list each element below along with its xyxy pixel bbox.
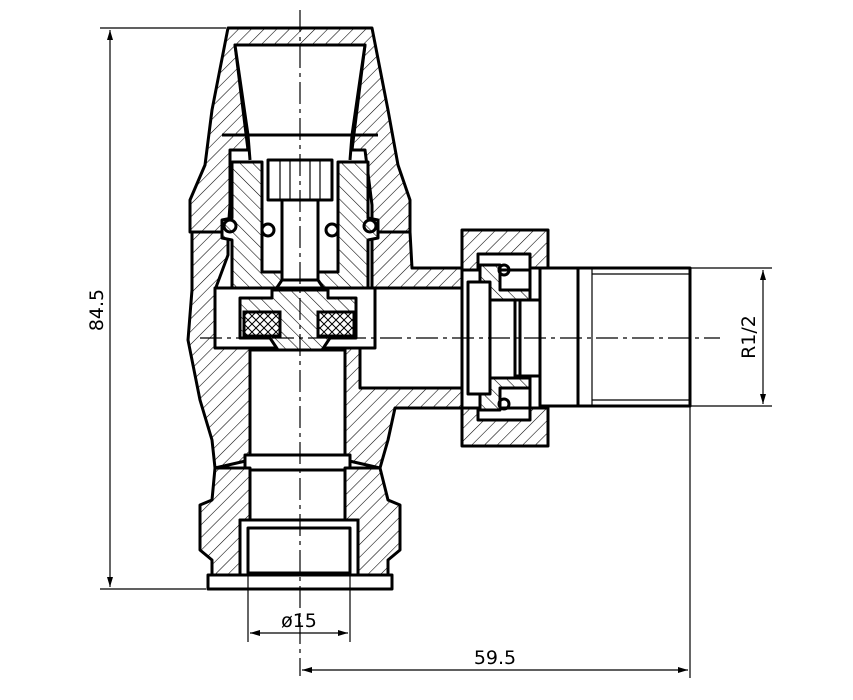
valve-body bbox=[186, 230, 464, 470]
dimension-thread bbox=[690, 267, 772, 407]
dimension-height bbox=[100, 27, 226, 590]
bonnet bbox=[220, 160, 380, 292]
thread-label: R1/2 bbox=[738, 315, 760, 359]
thread-tail bbox=[538, 266, 692, 408]
diameter-label: ø15 bbox=[281, 610, 317, 632]
dimension-offset bbox=[302, 406, 691, 678]
chamber bbox=[213, 286, 377, 352]
inlet-tail bbox=[243, 348, 352, 522]
offset-label: 59.5 bbox=[474, 647, 516, 669]
dimension-diameter bbox=[247, 575, 351, 642]
height-label: 84.5 bbox=[86, 289, 108, 331]
center-lines bbox=[200, 10, 720, 676]
